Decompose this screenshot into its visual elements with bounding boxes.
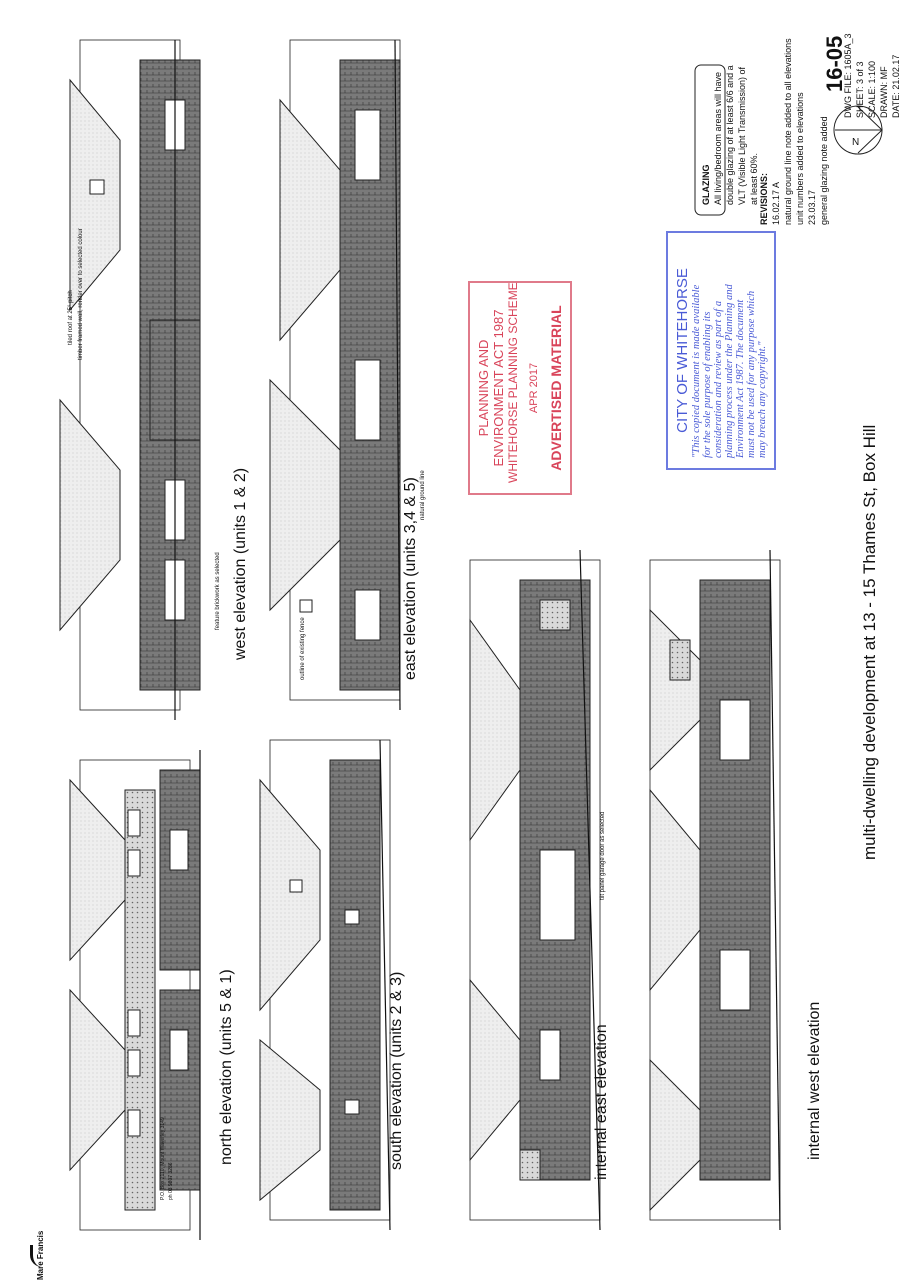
callout-timber-wall: timber framed wall, render over to selec… [78, 228, 84, 360]
callout-feature-brick: feature brickwork as selected [215, 552, 221, 630]
west-elevation-drawing [59, 39, 201, 711]
title-block: DWG FILE: 1605A_3 SHEET: 3 of 3 SCALE: 1… [842, 33, 902, 118]
glazing-note: GLAZING All living/bedroom areas will ha… [700, 65, 760, 205]
planning-stamp-line2: ENVIRONMENT ACT 1987 [491, 309, 506, 467]
revisions-block: REVISIONS: 16.02.17 A natural ground lin… [758, 38, 830, 225]
glazing-text: All living/bedroom areas will have doubl… [713, 65, 759, 205]
south-elevation-label: south elevation (units 2 & 3) [388, 971, 405, 1170]
scale: SCALE: 1:100 [867, 60, 877, 118]
revision-1-date: 16.02.17 [771, 189, 781, 225]
internal-east-elevation-label: internal east elevation [593, 1024, 610, 1180]
east-elevation-drawing [269, 39, 401, 701]
glazing-box-outline [694, 64, 726, 216]
council-stamp-line4: planning process under the Planning and [724, 284, 735, 458]
internal-east-elevation-drawing [469, 559, 601, 1221]
drawn-by: DRAWN: MF [879, 66, 889, 118]
sheet-number: SHEET: 3 of 3 [855, 61, 865, 118]
planning-stamp: PLANNING AND ENVIRONMENT ACT 1987 WHITEH… [468, 281, 572, 495]
callout-garage-door: tilt panel garage door as selected [600, 811, 606, 900]
revision-2-date: 23.03.17 [807, 189, 817, 225]
council-stamp-line5: Environment Act 1987. The document [735, 299, 746, 458]
council-stamp-line7: may breach any copyright." [757, 341, 768, 458]
drawing-date: DATE: 21.02.17 [891, 54, 901, 118]
north-arrow-graphic [833, 105, 883, 155]
internal-west-elevation-drawing [649, 559, 781, 1221]
firm-logo [30, 1245, 55, 1267]
planning-stamp-line1: PLANNING AND [476, 339, 491, 437]
west-elevation-label: west elevation (units 1 & 2) [232, 467, 249, 660]
sheet-title: multi-dwelling development at 13 - 15 Th… [860, 424, 879, 860]
south-elevation-drawing [259, 739, 391, 1221]
revision-1-item-a: natural ground line note added to all el… [783, 38, 793, 225]
glazing-heading: GLAZING [701, 164, 711, 206]
internal-west-elevation-label: internal west elevation [806, 1001, 823, 1160]
north-elevation-drawing [69, 759, 201, 1231]
revision-2-item-a: general glazing note added [819, 116, 829, 225]
firm-name: Mare Francis [36, 1230, 45, 1280]
revision-1-item-b: unit numbers added to elevations [795, 92, 805, 225]
dwg-file: DWG FILE: 1605A_3 [843, 33, 853, 118]
revision-1-tag: A [771, 181, 781, 188]
planning-stamp-line3: WHITEHORSE PLANNING SCHEME [506, 282, 520, 483]
planning-stamp-date: APR 2017 [528, 362, 540, 414]
council-stamp: CITY OF WHITEHORSE "This copied document… [666, 231, 776, 470]
north-arrow-label: N [852, 137, 860, 148]
council-stamp-line3: consideration and review as part of a [713, 300, 724, 458]
callout-tiled-roof: tiled roof at 25° pitch [68, 290, 74, 345]
council-stamp-title: CITY OF WHITEHORSE [674, 268, 691, 433]
east-elevation-label: east elevation (units 3,4 & 5) [402, 477, 419, 680]
planning-stamp-advertised: ADVERTISED MATERIAL [548, 305, 564, 471]
revisions-heading: REVISIONS: [759, 172, 769, 225]
north-elevation-label: north elevation (units 5 & 1) [218, 969, 235, 1165]
callout-ground-line: natural ground line [420, 470, 426, 520]
council-stamp-line1: "This copied document is made available [691, 284, 702, 458]
council-stamp-line6: must not be used for any purpose which [746, 290, 757, 458]
council-stamp-line2: for the sole purpose of enabling its [702, 311, 713, 458]
callout-fence: outline of existing fence [300, 617, 306, 680]
firm-address: P.O. Box 2110, Mount Waverley 3149 [160, 1117, 166, 1200]
firm-phone: ph 03 9807 3286 [168, 1162, 174, 1200]
